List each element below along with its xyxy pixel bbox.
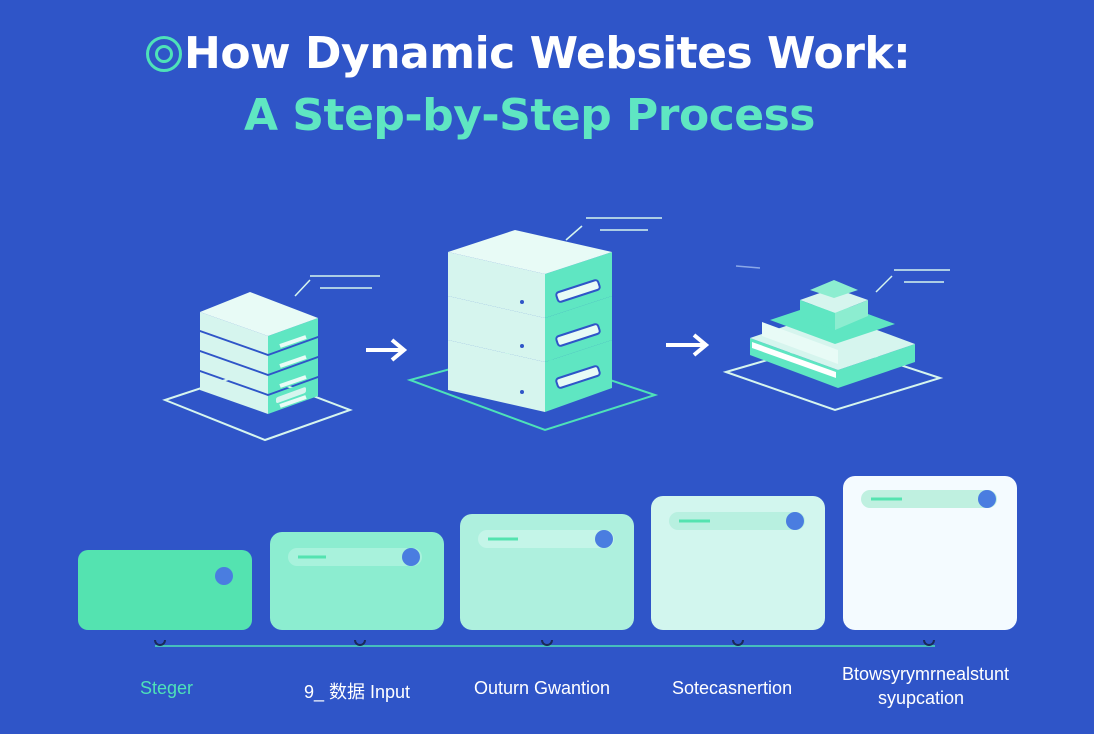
status-dot-icon xyxy=(402,548,420,566)
step-card-4 xyxy=(651,496,825,630)
status-dot-icon xyxy=(786,512,804,530)
target-ring-icon xyxy=(146,35,182,72)
server-stack-icon xyxy=(406,217,662,432)
title-text-1: How Dynamic Websites Work: xyxy=(184,28,911,79)
status-dot-icon xyxy=(978,490,996,508)
title-line-2: A Step-by-Step Process xyxy=(244,90,816,141)
title-line-1: How Dynamic Websites Work: xyxy=(146,28,911,79)
step-label-5-line-2: syupcation xyxy=(878,688,965,708)
layered-output-icon xyxy=(722,265,950,412)
arrow-right-icon xyxy=(366,338,408,362)
status-dot-icon xyxy=(215,567,233,585)
step-label-4: Sotecasnertion xyxy=(672,678,793,698)
step-card-5 xyxy=(843,476,1017,630)
step-label-2: 9_ 数据 Input xyxy=(304,682,411,702)
step-card-2 xyxy=(270,532,444,630)
arrow-right-icon xyxy=(666,333,710,357)
status-dot-icon xyxy=(595,530,613,548)
server-stack-icon xyxy=(162,275,380,442)
step-card-3 xyxy=(460,514,634,630)
step-label-5: Btowsyrymrnealstunt xyxy=(842,664,1010,684)
step-card-1 xyxy=(78,550,252,630)
timeline xyxy=(154,639,935,647)
step-label-1: Steger xyxy=(140,678,194,698)
step-label-3: Outurn Gwantion xyxy=(474,678,611,698)
